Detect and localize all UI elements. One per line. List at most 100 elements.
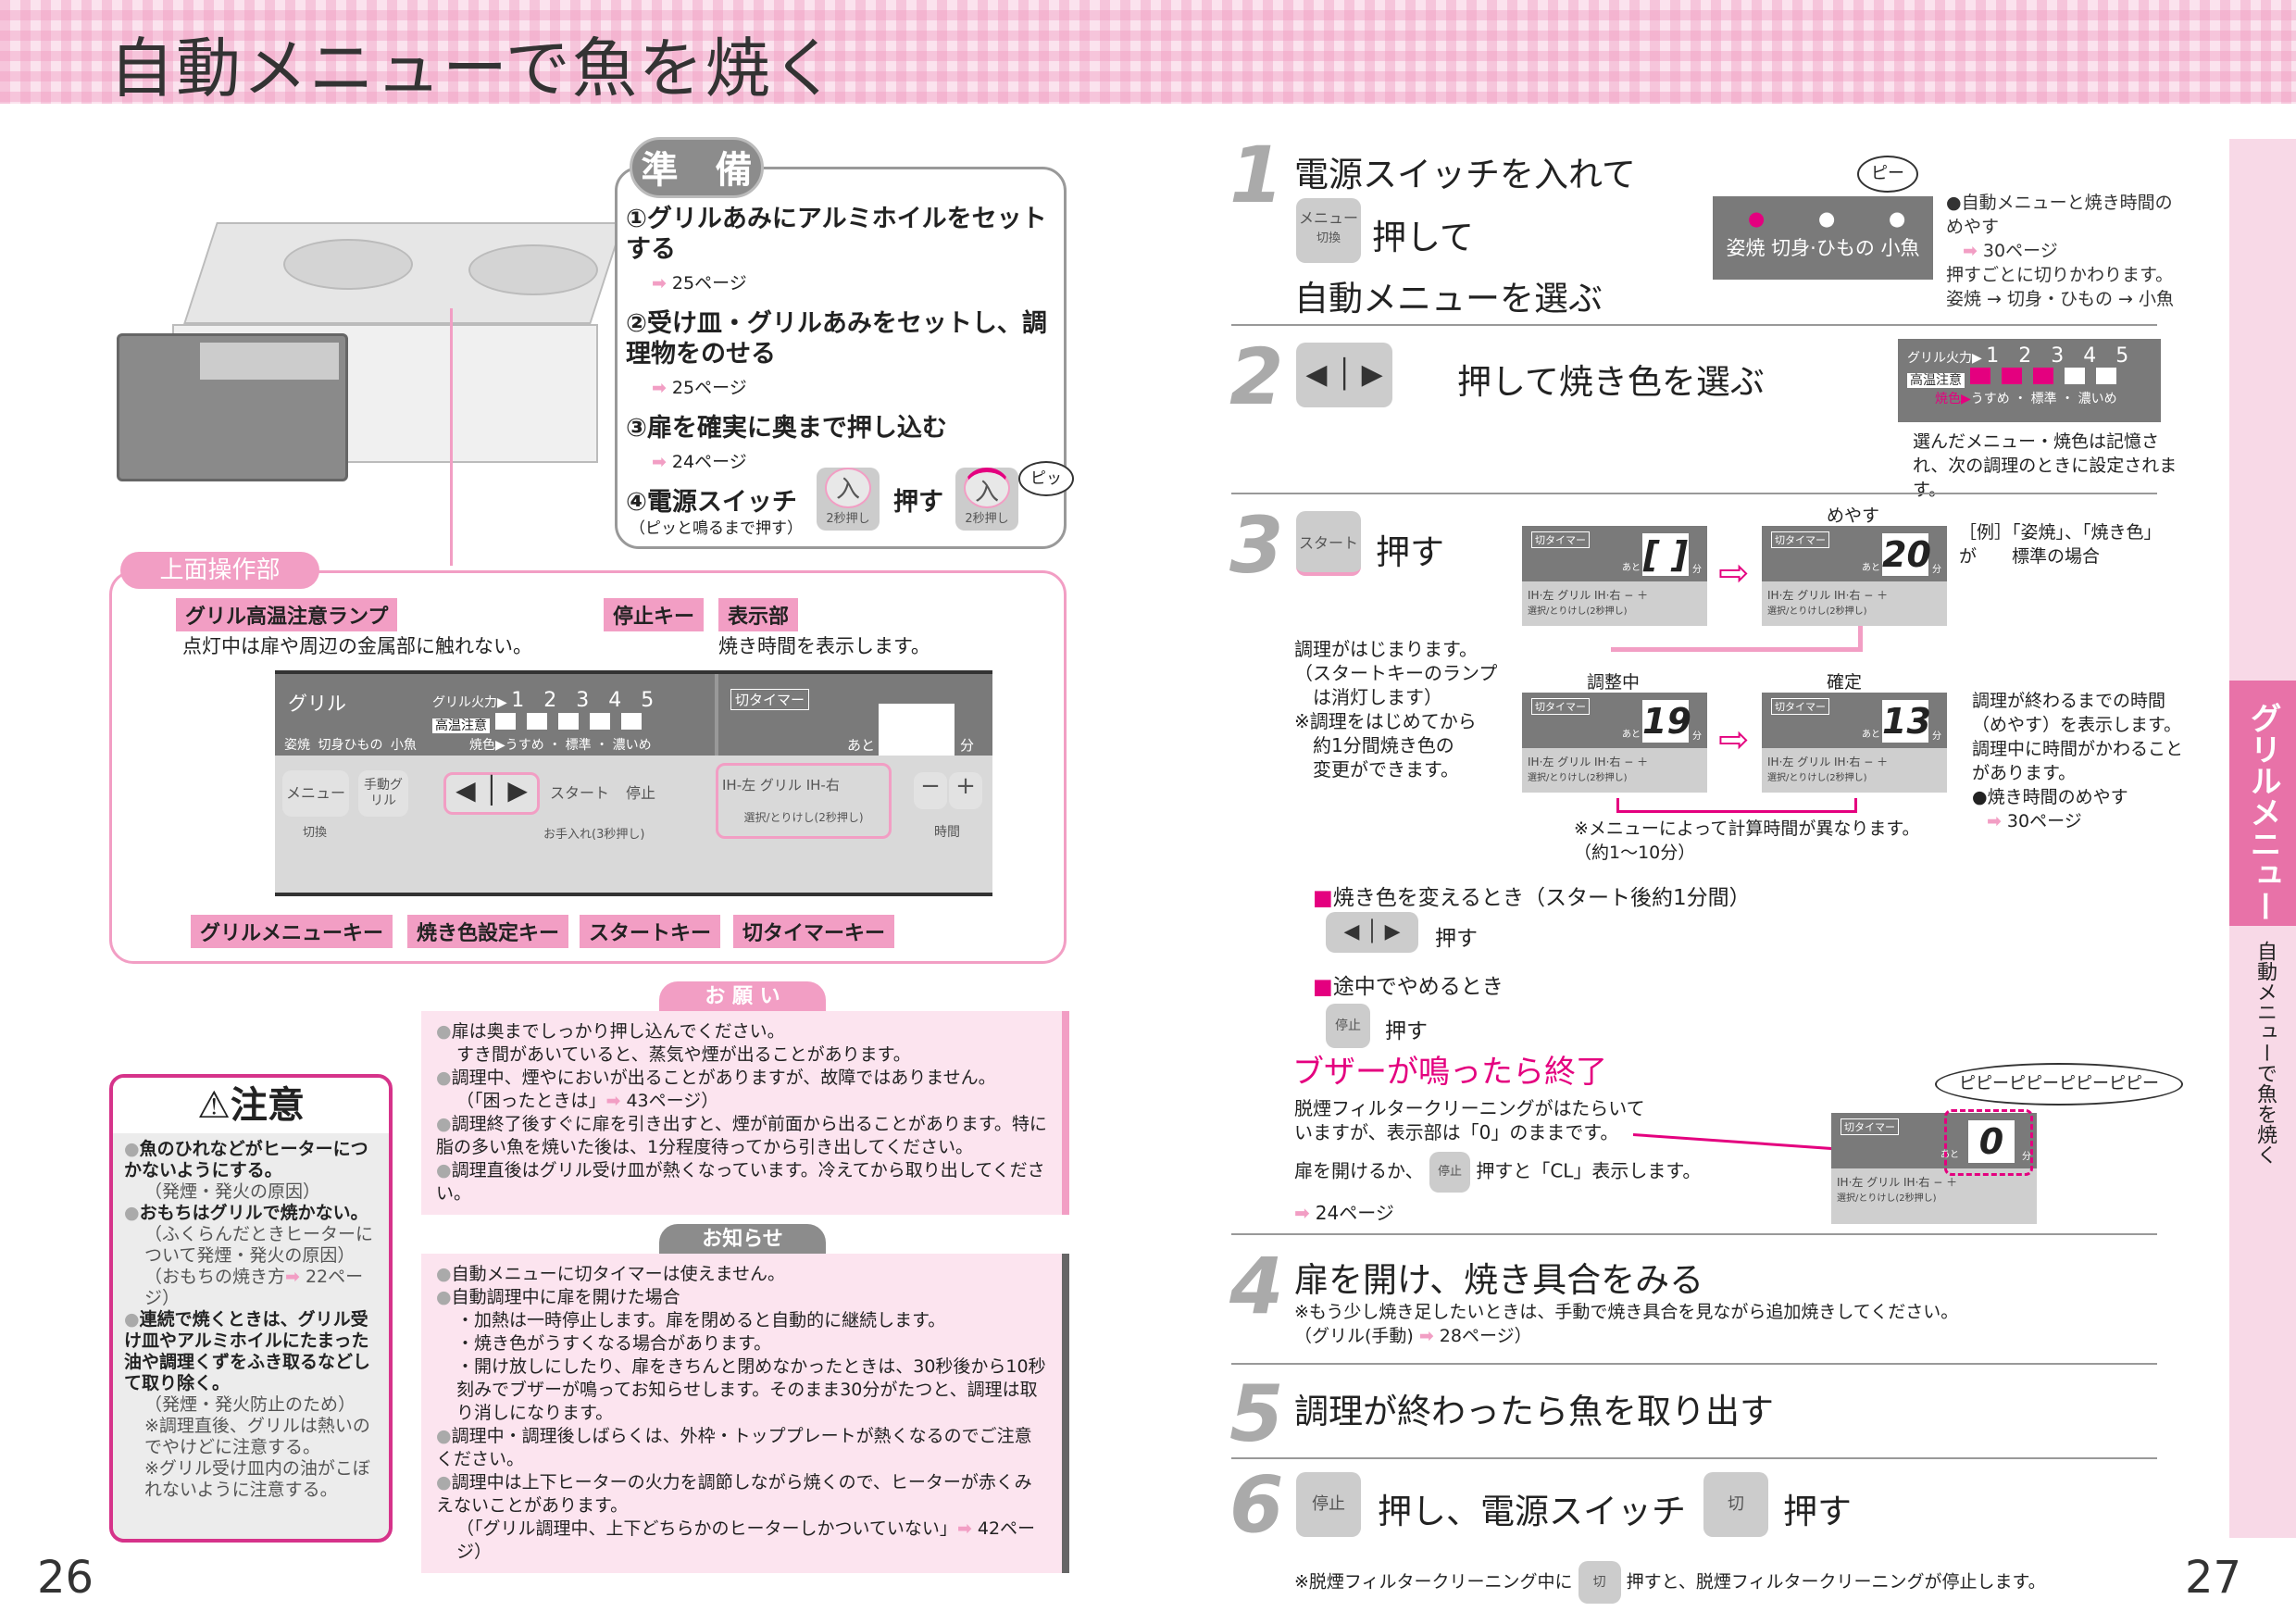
color-setting-key[interactable]: ◀ │ ▶ — [1326, 912, 1418, 953]
step1-note: 押すごとに切りかわります。 — [1946, 265, 2174, 285]
display-value: 20 — [1882, 533, 1931, 576]
start-key[interactable]: スタート — [1296, 511, 1361, 576]
manual-grill-key[interactable]: 手動グリル — [358, 770, 408, 817]
caution-ref: （おもちの焼き方➡22ページ） — [144, 1267, 364, 1308]
grill-label: グリル — [288, 693, 346, 715]
color-level-display: グリル火力▶ 1 2 3 4 5 高温注意 焼色▶うすめ ・ 標準 ・ 濃いめ — [1898, 339, 2161, 422]
end-display: 切タイマー あと 0 分 IH·左 グリル IH·右 − ＋選択/とりけし(2秒… — [1831, 1109, 2037, 1224]
color-setting-key[interactable]: ◀ │ ▶ — [443, 772, 540, 815]
prep-ref-3[interactable]: 24ページ — [671, 452, 747, 472]
high-temp-label: 高温注意 — [1907, 373, 1965, 388]
menu-indicators: 姿焼 切身ひもの 小魚 — [284, 735, 417, 754]
request-ref: （「困ったときは」 — [456, 1091, 606, 1111]
level-lamp — [558, 713, 579, 730]
display-caption: 確定 — [1827, 672, 1863, 693]
side-index: グリルメニュー 自動メニューで魚を焼く — [2229, 139, 2296, 1538]
caution-sub: （発煙・発火防止のため） — [144, 1394, 356, 1415]
notice-item: 自動調理中に扉を開けた場合 — [451, 1287, 680, 1307]
notice-subitem: ・加熱は一時停止します。扉を閉めると自動的に継続します。 — [456, 1310, 946, 1330]
menu-indicator: 切身ひもの — [318, 738, 383, 753]
side-tab-active[interactable]: グリルメニュー — [2229, 681, 2296, 926]
arrow-icon: ➡ — [652, 452, 667, 472]
divider — [1231, 1457, 2157, 1459]
menu-key[interactable]: メニュー — [282, 770, 349, 817]
step1-line2: 押して — [1372, 218, 1474, 257]
menu-indicator: 姿焼 — [284, 738, 310, 753]
step3-desc: 調理がはじまります。（スタートキーのランプ は消灯します）※調理をはじめてから … — [1294, 638, 1498, 781]
level-lamp — [621, 713, 642, 730]
request-badge: お 願 い — [659, 981, 826, 1013]
change-color-heading: ■焼き色を変えるとき（スタート後約1分間） — [1313, 886, 1751, 910]
prep-ref-1[interactable]: 25ページ — [671, 273, 747, 294]
step1-ref[interactable]: 30ページ — [1982, 241, 2058, 261]
header-band — [0, 0, 2296, 104]
caution-item: ●おもちはグリルで焼かない。 — [124, 1203, 368, 1223]
step3-note: 調理が終わるまでの時間（めやす）を表示します。調理中に時間がかわることがあります… — [1972, 691, 2184, 831]
leader-line — [450, 308, 453, 566]
display-value: 13 — [1882, 700, 1931, 743]
time-plus-key[interactable]: + — [949, 772, 982, 809]
power-level-label: グリル火力▶ — [1907, 351, 1982, 366]
step-number: 2 — [1229, 331, 1284, 422]
step2-text: 押して焼き色を選ぶ — [1457, 362, 1765, 402]
notice-box: ●自動メニューに切タイマーは使えません。 ●自動調理中に扉を開けた場合 ・加熱は… — [421, 1254, 1069, 1573]
beep-bubble: ピー — [1857, 156, 1918, 193]
notice-subitem: ・開け放しにしたり、扉をきちんと閉めなかったときは、30秒後から10秒刻みでブザ… — [456, 1356, 1046, 1423]
menu-switch-key[interactable]: メニュー切換 — [1296, 198, 1361, 263]
level: 1 — [511, 689, 525, 712]
request-item: すき間があいていると、蒸気や煙が出ることがあります。 — [456, 1044, 911, 1065]
prep-item-1: ①グリルあみにアルミホイルをセットする — [626, 205, 1047, 264]
ato-label: あと — [847, 737, 876, 754]
caution-item: ●連続で焼くときは、グリル受け皿やアルミホイルにたまった油や調理くずをふき取るな… — [124, 1309, 371, 1393]
warning-icon: ⚠ — [197, 1084, 231, 1127]
start-key[interactable]: スタート — [549, 784, 609, 802]
calc-note: ※メニューによって計算時間が異なります。（約1〜10分） — [1574, 818, 1920, 863]
power-off-key[interactable]: 切 — [1578, 1561, 1621, 1604]
stop-key[interactable]: 停止 — [625, 784, 655, 802]
stop-key[interactable]: 停止 — [1326, 1004, 1370, 1048]
stop-key[interactable]: 停止 — [1296, 1472, 1361, 1537]
notice-item: 調理中は上下ヒーターの火力を調節しながら焼くので、ヒーターが赤くみえないことがあ… — [436, 1472, 1032, 1516]
step-number: 5 — [1229, 1368, 1284, 1459]
power-off-key[interactable]: 切 — [1703, 1472, 1768, 1537]
level: 2 — [2018, 344, 2032, 368]
level: 5 — [641, 689, 655, 712]
cancel-push: 押す — [1385, 1019, 1428, 1043]
menu-key-sub: 切換 — [1316, 231, 1341, 245]
color-setting-key[interactable]: ◀ │ ▶ — [1296, 343, 1392, 407]
page-title: 自動メニューで魚を焼く — [109, 31, 839, 106]
time-label: 時間 — [934, 825, 960, 840]
level-lamp — [527, 713, 547, 730]
stove-illustration — [117, 222, 624, 486]
step4-text: 扉を開け、焼き具合をみる — [1294, 1260, 1704, 1300]
buzzer-title: ブザーが鳴ったら終了 — [1292, 1054, 1607, 1091]
ih-left-key[interactable]: IH-左 — [722, 777, 756, 793]
notice-badge: お知らせ — [659, 1224, 826, 1255]
step4-ref[interactable]: 28ページ） — [1439, 1326, 1532, 1346]
time-minus-key[interactable]: − — [914, 772, 947, 809]
menu-key-sub: 切換 — [303, 826, 328, 840]
control-panel-badge: 上面操作部 — [120, 552, 319, 589]
step-number: 6 — [1229, 1459, 1284, 1550]
step3-ref[interactable]: 30ページ — [2006, 811, 2082, 831]
grill-timer-key[interactable]: グリル — [759, 777, 802, 793]
menu-key-label: メニュー — [1298, 209, 1358, 227]
stop-key[interactable]: 停止 — [1429, 1152, 1470, 1193]
lamp-label: グリル高温注意ランプ — [176, 598, 398, 631]
ih-right-key[interactable]: IH-右 — [805, 777, 840, 793]
flow-arrow-icon: ⇨ — [1718, 718, 1750, 761]
display-window — [879, 704, 955, 756]
prep-ref-2[interactable]: 25ページ — [671, 378, 747, 398]
request-ref-page[interactable]: 43ページ） — [626, 1091, 719, 1111]
level-lamp — [2033, 368, 2053, 384]
level: 4 — [608, 689, 622, 712]
notice-ref-page[interactable]: 42ページ） — [456, 1518, 1036, 1562]
buzzer-ref[interactable]: ➡24ページ — [1294, 1202, 1394, 1224]
menu-option: 姿焼 — [1726, 237, 1766, 259]
preparation-badge: 準 備 — [630, 137, 764, 198]
step6-text2: 押す — [1783, 1492, 1852, 1531]
minutes-label: 分 — [960, 737, 975, 754]
